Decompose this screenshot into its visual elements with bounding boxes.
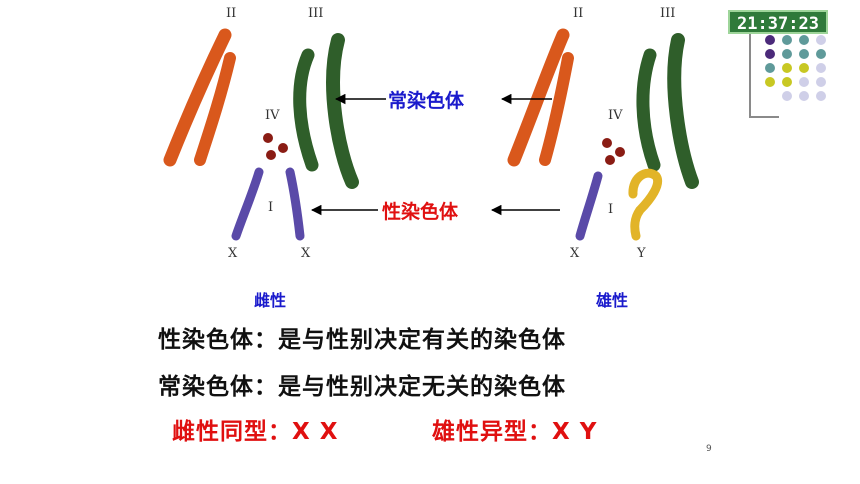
page-number: 9 — [706, 444, 712, 454]
female-chromosome-iv-dot — [278, 143, 288, 153]
decor-dot — [782, 77, 792, 87]
decor-dot — [765, 77, 775, 87]
decorative-dot-grid — [765, 35, 826, 101]
female-label-iii: III — [308, 6, 324, 21]
female-sex-label: 雌性 — [254, 291, 287, 310]
decor-dot — [799, 77, 809, 87]
decor-dot — [799, 91, 809, 101]
female-chromosome-iii-right — [326, 33, 359, 189]
female-chromosome-iv-dot — [266, 150, 276, 160]
decor-dot — [782, 49, 792, 59]
female-label-i: I — [268, 200, 274, 215]
female-karyotype — [163, 28, 359, 241]
female-chromosome-iv-dot — [263, 133, 273, 143]
male-label-iv: IV — [608, 108, 623, 123]
male-chromosome-iv-dot — [602, 138, 612, 148]
sex-chromosome-callout: 性染色体 — [382, 201, 459, 223]
male-label-i: I — [608, 202, 614, 217]
male-label-x: X — [570, 246, 580, 261]
male-chromosome-ii-right — [539, 52, 574, 166]
autosome-definition: 常染色体：是与性别决定无关的染色体 — [158, 374, 566, 400]
decor-dot — [816, 35, 826, 45]
decor-dot — [765, 63, 775, 73]
decor-dot — [799, 63, 809, 73]
decor-dot — [782, 35, 792, 45]
male-label-ii: II — [573, 6, 584, 21]
female-homogametic-type: 雌性同型：X X — [172, 419, 339, 445]
female-label-iv: IV — [265, 108, 280, 123]
male-heterogametic-type: 雄性异型：X Y — [432, 419, 598, 445]
clock-display: 21:37:23 — [728, 10, 828, 34]
decor-vertical-line — [749, 34, 751, 118]
male-chromosome-x — [575, 171, 603, 241]
male-chromosome-iii-left — [636, 48, 661, 172]
female-chromosome-iii-left — [293, 48, 319, 172]
female-chromosome-ii-right — [194, 52, 236, 166]
male-chromosome-iv-dot — [615, 147, 625, 157]
male-chromosome-y — [628, 168, 662, 241]
decor-dot — [765, 35, 775, 45]
decor-dot — [765, 49, 775, 59]
decor-dot — [816, 49, 826, 59]
female-label-ii: II — [226, 6, 237, 21]
decor-dot — [799, 35, 809, 45]
male-label-iii: III — [660, 6, 676, 21]
female-chromosome-x-right — [285, 167, 305, 241]
decor-dot — [799, 49, 809, 59]
decor-dot — [816, 91, 826, 101]
female-chromosome-ii-left — [163, 28, 232, 167]
male-karyotype — [507, 28, 699, 241]
male-sex-label: 雄性 — [596, 291, 629, 310]
male-chromosome-iv-dot — [605, 155, 615, 165]
female-chromosome-x-left — [231, 167, 264, 241]
decor-dot — [816, 77, 826, 87]
sex-chromosome-definition: 性染色体：是与性别决定有关的染色体 — [158, 327, 566, 353]
male-chromosome-iii-right — [667, 33, 699, 189]
female-label-x1: X — [228, 246, 238, 261]
female-label-x2: X — [301, 246, 311, 261]
male-label-y: Y — [637, 246, 646, 261]
autosome-callout: 常染色体 — [388, 90, 465, 112]
decor-dot — [816, 63, 826, 73]
male-chromosome-ii-left — [507, 28, 570, 167]
decor-dot — [782, 91, 792, 101]
decor-dot — [782, 63, 792, 73]
decor-horizontal-line — [749, 116, 779, 118]
